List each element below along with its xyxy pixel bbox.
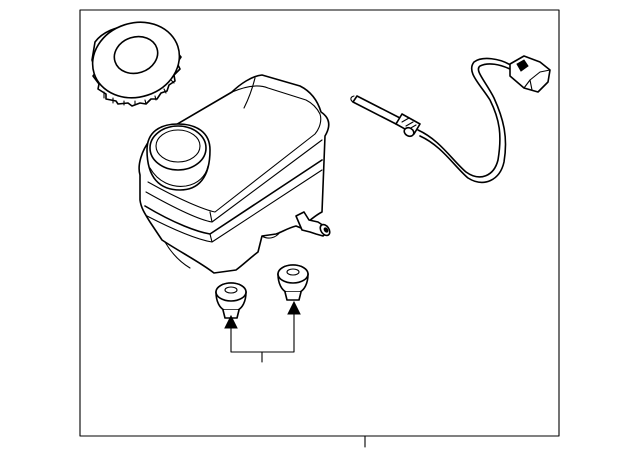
grommet-icon: [215, 282, 247, 319]
diagram-frame: [79, 9, 560, 448]
grommet-icon: [277, 264, 309, 301]
level-sensor-icon: [350, 55, 551, 184]
fluid-reservoir-icon: [138, 74, 331, 274]
reservoir-cap-icon: [91, 21, 182, 107]
callout-leader: [224, 300, 301, 363]
